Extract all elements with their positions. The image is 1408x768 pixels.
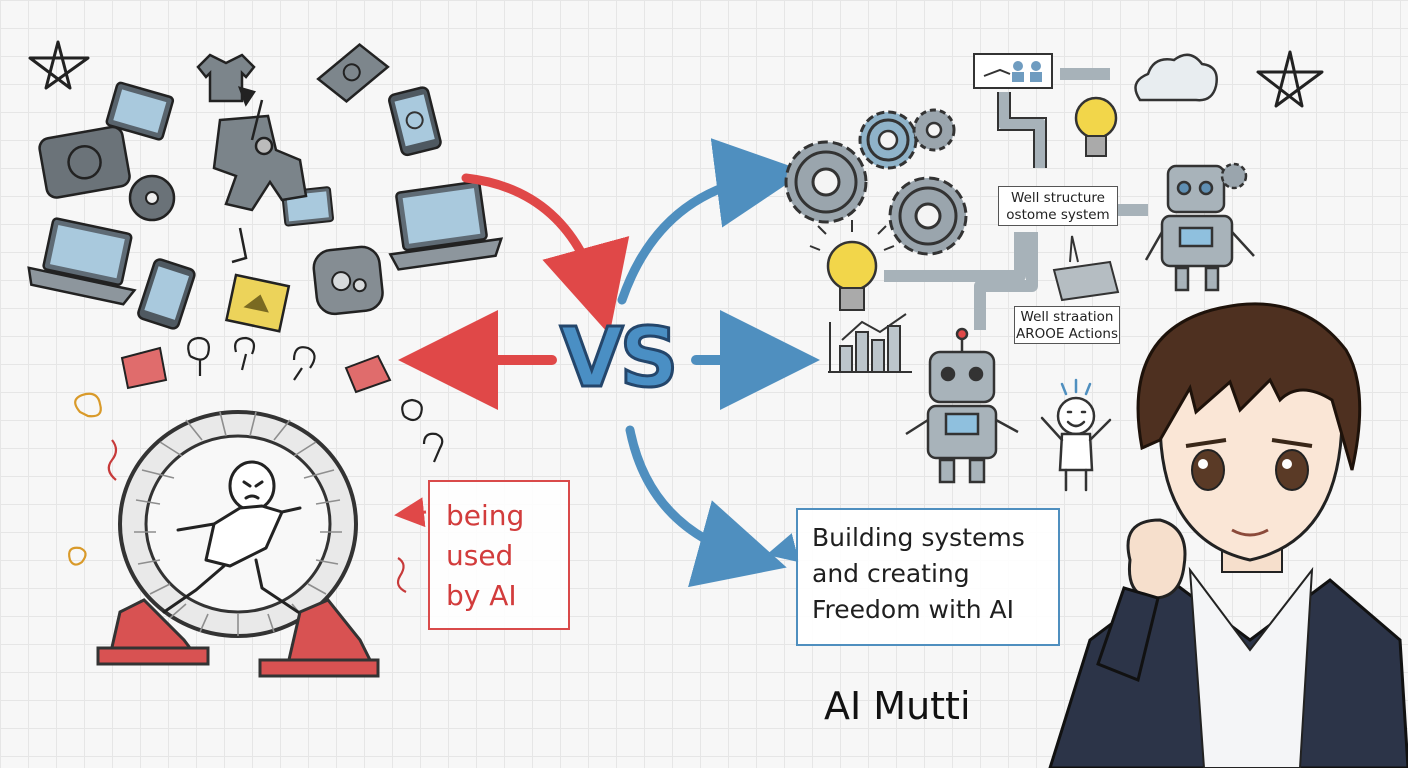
gear-icon: [858, 110, 918, 170]
robot-icon: [1144, 162, 1255, 292]
bar-chart-icon: [828, 313, 912, 373]
thought-bubble-icon: [187, 336, 444, 463]
label-line: Freedom with AI: [812, 595, 1014, 624]
stressed-person-icon: [162, 460, 302, 614]
card-stack-icon: [344, 354, 392, 394]
blue-curved-arrow: [617, 138, 806, 305]
author-signature: AI Mutti: [824, 684, 971, 728]
phone-icon: [137, 258, 196, 330]
system-note-1: Well structure ostome system: [998, 186, 1118, 226]
note-line: Well straation: [1020, 309, 1114, 325]
factory-icon: [1052, 235, 1120, 302]
scribble-burst-icon: [68, 392, 102, 566]
red-pointer-arrow: [394, 497, 427, 528]
label-line: being: [446, 499, 525, 532]
red-curved-arrow: [461, 173, 630, 335]
vs-label: VS: [559, 311, 681, 406]
diagram-card-icon: [973, 53, 1053, 89]
label-line: used: [446, 539, 514, 572]
hard-drive-icon: [38, 125, 131, 199]
building-systems-label: Building systems and creating Freedom wi…: [796, 508, 1060, 646]
phone-icon: [388, 86, 442, 157]
label-line: Building systems: [812, 523, 1025, 552]
label-line: and creating: [812, 559, 970, 588]
lightbulb-icon: [1074, 96, 1118, 157]
laptop-icon: [388, 180, 504, 271]
presenter-character: [1048, 302, 1408, 768]
blue-pointer-arrow: [766, 533, 800, 563]
star-icon: [28, 40, 90, 90]
laptop-icon: [27, 217, 137, 306]
scrap-machine-icon: [212, 86, 308, 264]
gear-icon: [784, 140, 868, 224]
happy-person-icon: [1040, 378, 1112, 492]
label-line: by AI: [446, 579, 517, 612]
gear-icon: [912, 108, 956, 152]
note-line: ostome system: [1006, 207, 1110, 223]
pipe-outline: [997, 92, 1047, 168]
disc-icon: [128, 174, 176, 222]
blue-lower-arrow: [625, 425, 787, 588]
note-line: Well structure: [1011, 190, 1105, 206]
robot-icon: [905, 327, 1019, 484]
note-line: AROOE Actions: [1015, 326, 1118, 342]
system-note-2: Well straation AROOE Actions: [1014, 306, 1120, 344]
lightbulb-icon: [809, 220, 895, 311]
star-icon: [1256, 50, 1324, 108]
being-used-by-ai-label: being used by AI: [428, 480, 570, 630]
router-icon: [316, 42, 390, 103]
process-pipe: [884, 68, 1148, 330]
gear-icon: [888, 176, 968, 256]
cloud-icon: [1134, 53, 1218, 102]
sticky-note-icon: [224, 273, 291, 333]
envelope-icon: [120, 346, 168, 390]
tablet-icon: [105, 81, 175, 141]
gamepad-icon: [312, 245, 384, 316]
